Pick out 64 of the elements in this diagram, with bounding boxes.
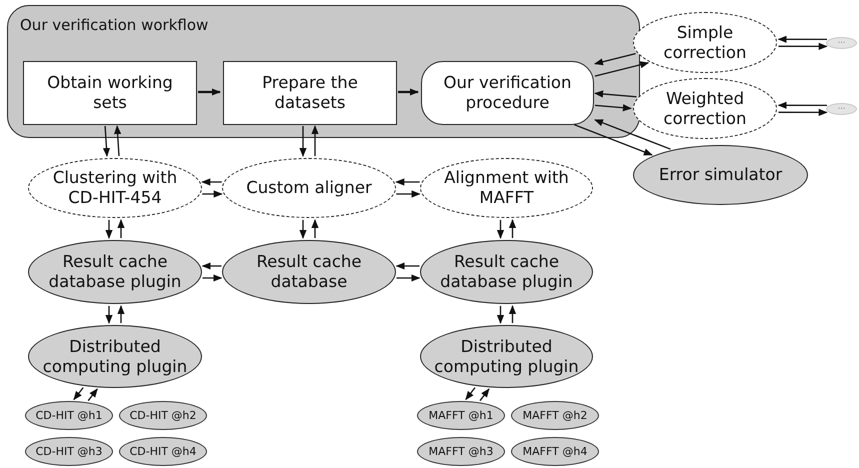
- process-ellipse: Error simulator: [633, 145, 808, 205]
- arrow: [311, 125, 319, 156]
- arrow: [396, 190, 421, 198]
- arrow: [465, 387, 476, 400]
- arrow: [311, 219, 319, 238]
- dashed-ellipse: Alignment with MAFFT: [420, 158, 593, 218]
- process-ellipse: Distributed computing plugin: [28, 325, 202, 388]
- arrow: [299, 220, 307, 239]
- arrow: [778, 36, 827, 43]
- ellipsis-ellipse: ···: [826, 103, 857, 115]
- arrow: [594, 119, 671, 150]
- arrow: [202, 274, 222, 282]
- dashed-ellipse: Weighted correction: [633, 78, 777, 139]
- arrow: [73, 387, 84, 400]
- arrow: [201, 178, 222, 186]
- arrow: [496, 306, 504, 324]
- process-ellipse: Result cache database plugin: [420, 240, 593, 304]
- arrow: [299, 126, 307, 157]
- dashed-ellipse: Custom aligner: [222, 158, 396, 218]
- arrow: [105, 220, 113, 239]
- arrow: [574, 124, 653, 156]
- arrow: [114, 125, 122, 156]
- process-box: Prepare the datasets: [223, 61, 397, 125]
- process-ellipse: Result cache database plugin: [28, 240, 202, 304]
- dashed-ellipse: Clustering with CD-HIT-454: [28, 158, 202, 218]
- panel-title: Our verification workflow: [20, 16, 208, 34]
- process-ellipse: Distributed computing plugin: [420, 325, 593, 388]
- arrow: [594, 61, 650, 77]
- arrow: [594, 104, 632, 112]
- process-ellipse: Result cache database: [222, 240, 396, 304]
- process-box: Obtain working sets: [23, 61, 197, 125]
- arrow: [202, 262, 222, 270]
- arrow: [202, 190, 223, 198]
- workflow-panel: [7, 5, 640, 138]
- arrow: [398, 88, 419, 96]
- arrow: [479, 388, 490, 402]
- arrow: [594, 52, 636, 66]
- arrow: [396, 262, 420, 270]
- host-ellipse: MAFFT @h2: [511, 401, 599, 430]
- arrow: [594, 90, 636, 98]
- dashed-ellipse: Simple correction: [633, 12, 777, 73]
- host-ellipse: CD-HIT @h2: [119, 401, 207, 430]
- host-ellipse: CD-HIT @h1: [25, 401, 113, 430]
- arrow: [778, 108, 828, 116]
- arrow: [778, 42, 828, 50]
- arrow: [117, 305, 125, 324]
- host-ellipse: MAFFT @h4: [511, 437, 599, 466]
- host-ellipse: MAFFT @h3: [417, 437, 505, 466]
- arrow: [508, 219, 516, 238]
- host-ellipse: MAFFT @h1: [417, 401, 505, 430]
- arrow: [396, 274, 420, 282]
- arrow: [508, 305, 516, 324]
- ellipsis-ellipse: ···: [826, 37, 857, 49]
- arrow: [88, 388, 98, 402]
- arrow: [395, 178, 420, 186]
- rounded-process-box: Our verification procedure: [421, 61, 594, 125]
- arrow: [102, 126, 110, 157]
- arrow: [117, 219, 125, 238]
- arrow: [496, 220, 504, 239]
- arrow: [198, 88, 221, 96]
- host-ellipse: CD-HIT @h4: [119, 437, 207, 466]
- arrow: [105, 306, 113, 324]
- arrow: [778, 102, 827, 109]
- host-ellipse: CD-HIT @h3: [25, 437, 113, 466]
